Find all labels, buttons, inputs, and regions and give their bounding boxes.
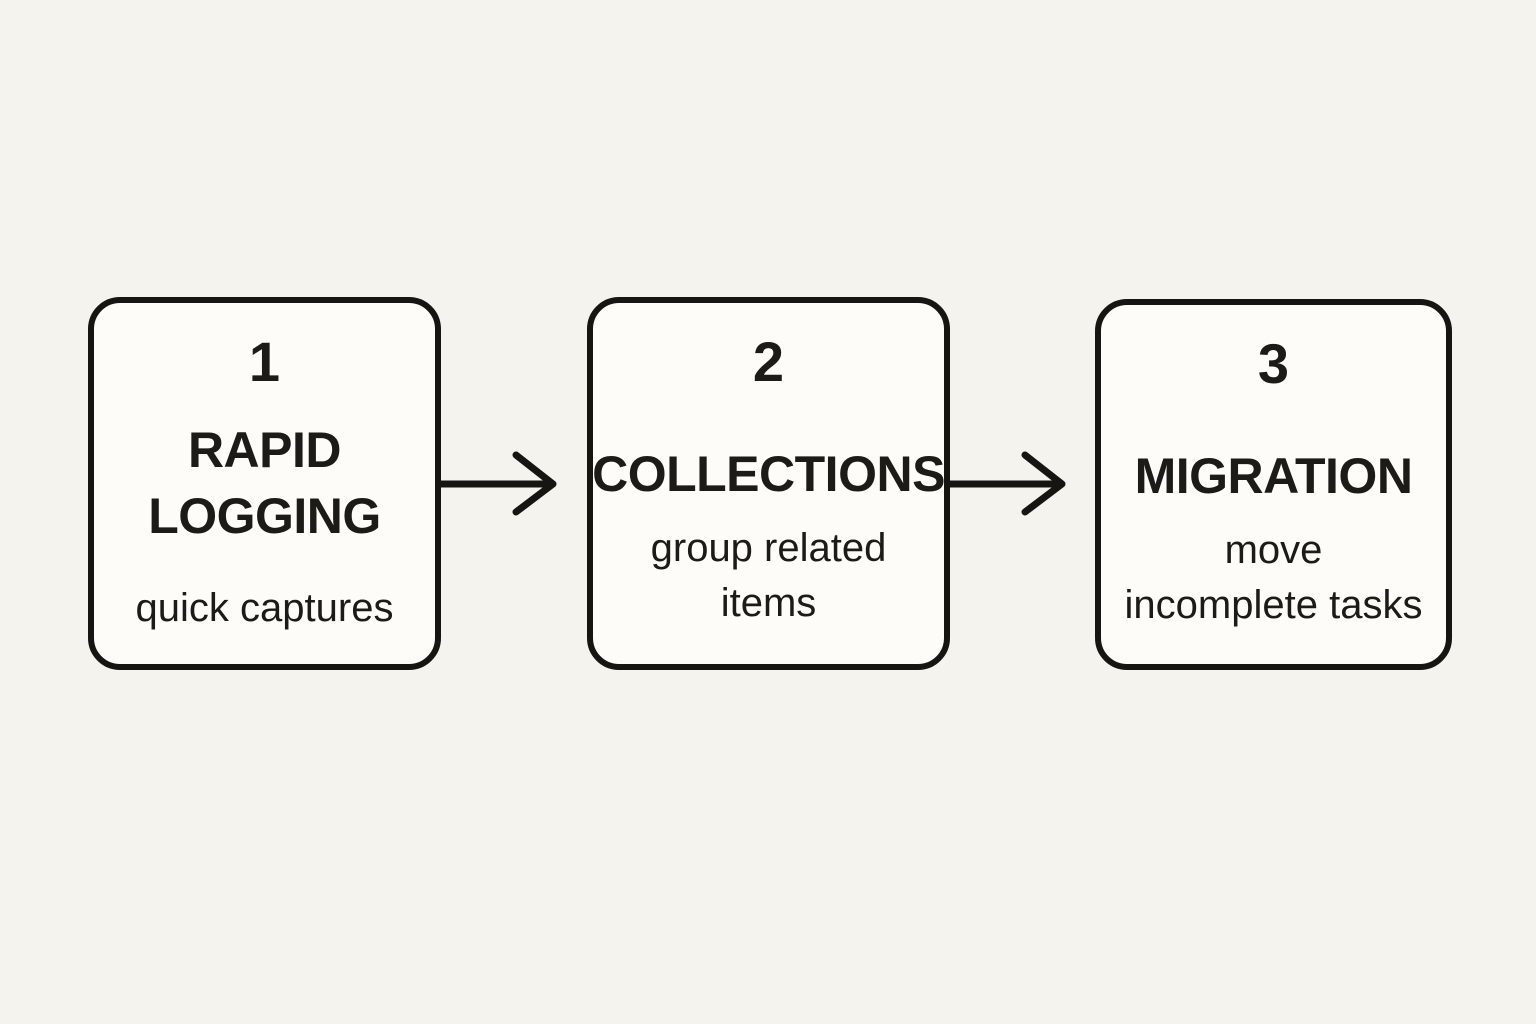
step-subtitle-line: group related [650, 526, 887, 570]
step-subtitle-line: incomplete tasks [1124, 583, 1423, 627]
step-title-line: MIGRATION [1134, 448, 1413, 504]
arrow-right-icon [438, 448, 564, 518]
step-box-rapid-logging: 1 RAPID LOGGING quick captures [88, 297, 441, 670]
step-title: COLLECTIONS [592, 441, 945, 507]
step-title-line: RAPID [187, 422, 342, 478]
step-title-line: LOGGING [148, 488, 381, 544]
step-number: 2 [752, 330, 785, 393]
step-subtitle-line: items [720, 581, 817, 625]
step-number: 1 [248, 330, 281, 393]
arrow-right-icon [947, 448, 1073, 518]
step-box-migration: 3 MIGRATION move incomplete tasks [1095, 299, 1452, 670]
step-title-line: COLLECTIONS [592, 446, 945, 502]
step-subtitle: quick captures [136, 581, 394, 636]
step-title: RAPID LOGGING [148, 417, 381, 549]
step-title: MIGRATION [1135, 443, 1413, 509]
step-box-collections: 2 COLLECTIONS group related items [587, 297, 950, 670]
step-number: 3 [1257, 332, 1290, 395]
step-subtitle: move incomplete tasks [1125, 523, 1423, 633]
step-subtitle-line: move [1224, 528, 1323, 572]
step-subtitle: group related items [651, 521, 887, 631]
step-subtitle-line: quick captures [135, 586, 394, 630]
